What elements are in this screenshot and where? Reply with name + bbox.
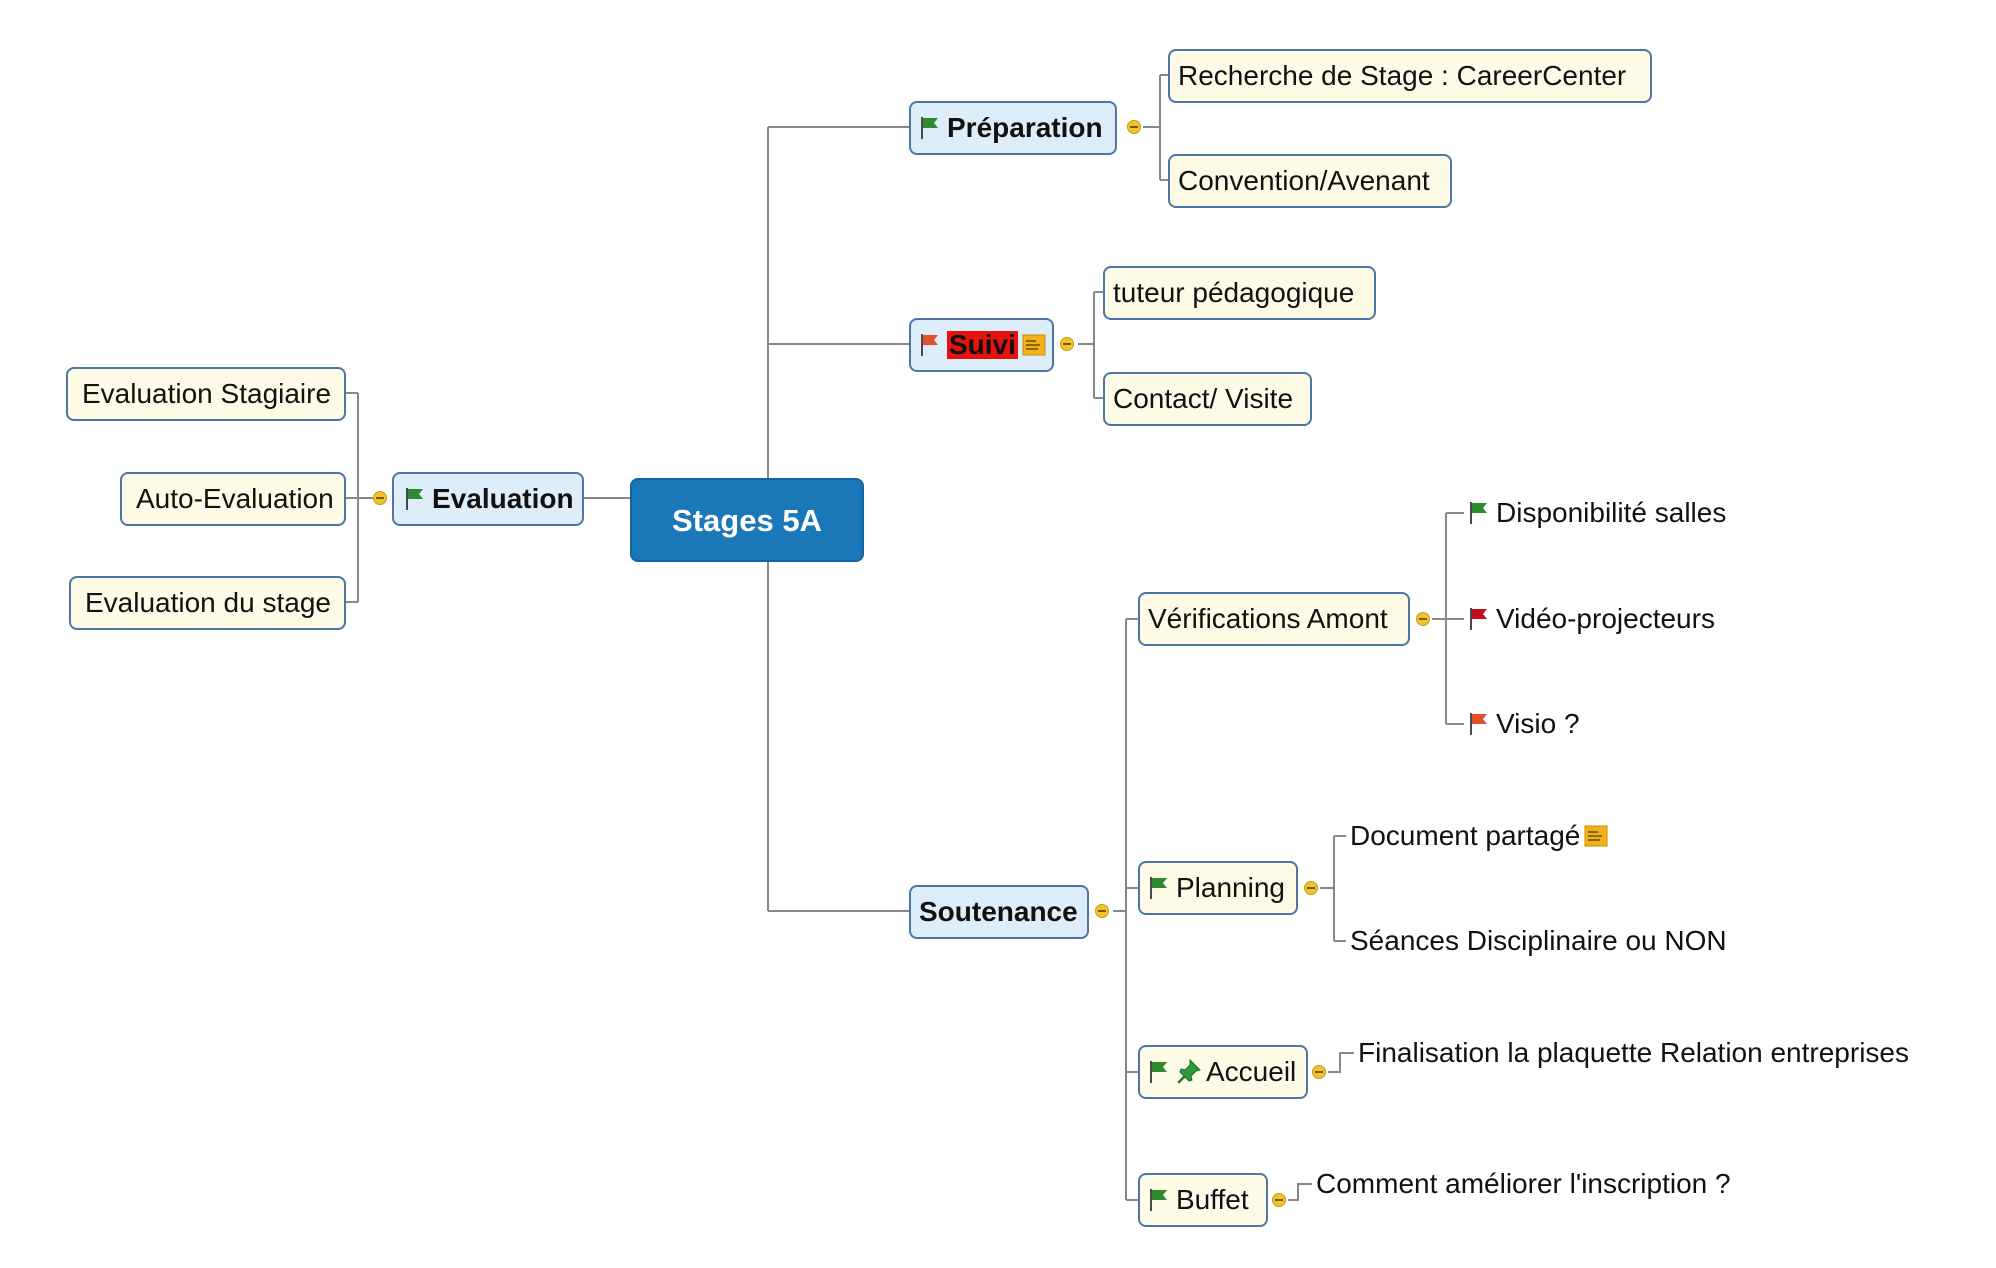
note-icon (1022, 334, 1046, 356)
orange-flag-icon (1470, 713, 1487, 735)
verifications-item[interactable]: Disponibilité salles (1464, 496, 1730, 530)
green-flag-icon (1150, 1061, 1167, 1083)
evaluation-item[interactable]: Evaluation Stagiaire (66, 367, 346, 421)
central-topic-label: Stages 5A (672, 502, 822, 538)
evaluation-item-label: Evaluation Stagiaire (82, 378, 332, 409)
pushpin-icon (1177, 1058, 1201, 1084)
buffet-item[interactable]: Comment améliorer l'inscription ? (1312, 1167, 1735, 1201)
soutenance-accueil[interactable]: Accueil (1138, 1045, 1308, 1099)
green-flag-icon (921, 117, 938, 139)
branch-preparation-label: Préparation (947, 112, 1103, 143)
verifications-item[interactable]: Vidéo-projecteurs (1464, 602, 1719, 636)
red-flag-icon (1470, 608, 1487, 630)
evaluation-item-label: Evaluation du stage (85, 587, 331, 618)
buffet-label: Buffet (1176, 1184, 1249, 1215)
soutenance-buffet[interactable]: Buffet (1138, 1173, 1268, 1227)
central-topic[interactable]: Stages 5A (630, 478, 864, 562)
verifications-item[interactable]: Visio ? (1464, 707, 1584, 741)
accueil-item[interactable]: Finalisation la plaquette Relation entre… (1354, 1036, 1913, 1070)
soutenance-planning[interactable]: Planning (1138, 861, 1298, 915)
green-flag-icon (1150, 1189, 1167, 1211)
evaluation-item[interactable]: Evaluation du stage (69, 576, 346, 630)
orange-flag-icon (921, 334, 938, 356)
preparation-item[interactable]: Recherche de Stage : CareerCenter (1168, 49, 1652, 103)
evaluation-item-label: Auto-Evaluation (136, 483, 334, 514)
green-flag-icon (406, 488, 423, 510)
evaluation-item[interactable]: Auto-Evaluation (120, 472, 346, 526)
accueil-item-label: Finalisation la plaquette Relation entre… (1358, 1037, 1909, 1068)
suivi-item[interactable]: tuteur pédagogique (1103, 266, 1376, 320)
verifications-item-label: Visio ? (1496, 708, 1580, 739)
planning-item[interactable]: Séances Disciplinaire ou NON (1346, 924, 1731, 958)
branch-evaluation[interactable]: Evaluation (392, 472, 584, 526)
collapse-suivi-icon[interactable] (1060, 337, 1074, 351)
suivi-item[interactable]: Contact/ Visite (1103, 372, 1312, 426)
planning-item-label: Séances Disciplinaire ou NON (1350, 925, 1727, 956)
green-flag-icon (1470, 502, 1487, 524)
collapse-planning-icon[interactable] (1304, 881, 1318, 895)
accueil-label: Accueil (1206, 1056, 1297, 1087)
collapse-verifications-icon[interactable] (1416, 612, 1430, 626)
preparation-item[interactable]: Convention/Avenant (1168, 154, 1452, 208)
collapse-buffet-icon[interactable] (1272, 1193, 1286, 1207)
verifications-item-label: Vidéo-projecteurs (1496, 603, 1715, 634)
collapse-preparation-icon[interactable] (1127, 120, 1141, 134)
branch-preparation[interactable]: Préparation (909, 101, 1117, 155)
verifications-item-label: Disponibilité salles (1496, 497, 1727, 528)
branch-suivi-label: Suivi (947, 329, 1018, 360)
green-flag-icon (1150, 877, 1167, 899)
buffet-item-label: Comment améliorer l'inscription ? (1316, 1168, 1731, 1199)
verifications-label: Vérifications Amont (1148, 603, 1388, 634)
soutenance-verifications[interactable]: Vérifications Amont (1138, 592, 1410, 646)
collapse-evaluation-icon[interactable] (373, 491, 387, 505)
note-icon (1584, 825, 1608, 847)
branch-soutenance[interactable]: Soutenance (909, 885, 1089, 939)
branch-soutenance-label: Soutenance (919, 896, 1078, 927)
branch-evaluation-label: Evaluation (432, 483, 574, 514)
suivi-item-label: tuteur pédagogique (1113, 277, 1355, 308)
preparation-item-label: Convention/Avenant (1178, 165, 1430, 196)
planning-item-label: Document partagé (1350, 820, 1581, 851)
suivi-item-label: Contact/ Visite (1113, 383, 1294, 414)
collapse-soutenance-icon[interactable] (1095, 904, 1109, 918)
branch-suivi[interactable]: Suivi (909, 318, 1054, 372)
planning-label: Planning (1176, 872, 1285, 903)
collapse-accueil-icon[interactable] (1312, 1065, 1326, 1079)
preparation-item-label: Recherche de Stage : CareerCenter (1178, 60, 1627, 91)
planning-item[interactable]: Document partagé (1346, 819, 1612, 853)
